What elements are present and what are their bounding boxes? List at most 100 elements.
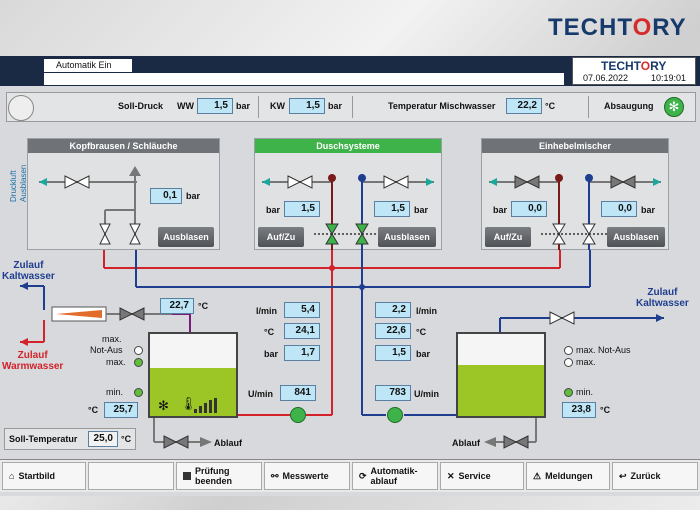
left-tank-temp-unit: °C [88,405,99,415]
right-tank-notaus-label: max. Not-Aus [576,345,631,355]
left-flow-value-0: 5,4 [284,302,320,318]
right-tank-notaus-indicator [564,346,573,355]
einhebel-ausblasen-button[interactable]: Ausblasen [607,227,665,247]
left-tank-min-label: min. [106,387,124,397]
kopf-unit: bar [186,191,201,201]
ww-pressure-value[interactable]: 1,5 [197,98,233,114]
kaltwasser-left-label: Zulauf Kaltwasser [2,260,55,282]
left-flow-value-2: 1,7 [284,345,320,361]
right-flow-unit-0: l/min [416,306,438,316]
level-bars-icon [194,398,217,413]
dusch-aufzu-button[interactable]: Auf/Zu [258,227,304,247]
left-tank-max2-label: max. [106,357,126,367]
message-line [44,73,564,85]
left-flow-unit-3: U/min [248,389,274,399]
right-tank-max-indicator [564,358,573,367]
status-lamp[interactable] [8,95,34,121]
brand-logo: TECHTORY [548,14,687,41]
clock-brand: TECHTORY [601,59,667,73]
date-text: 07.06.2022 [583,73,629,83]
svg-text:Ausblasen: Ausblasen [19,165,28,202]
left-pump-icon[interactable] [290,407,306,423]
left-tank-notaus-label: Not-Aus [90,345,123,355]
glasses-icon: ⚯ [271,470,279,481]
mischwasser-value: 22,2 [506,98,542,114]
status-row [6,92,696,122]
left-tank-level [150,368,236,416]
hmi-panel [0,56,700,496]
left-tank-max-label: max. [102,334,122,344]
mischwasser-unit: °C [545,101,556,111]
soll-temp-label: Soll-Temperatur [9,434,78,444]
left-flow-unit-2: bar [264,349,279,359]
empty-toolbar-button[interactable] [88,462,174,490]
ww-label: WW [177,101,194,111]
left-flow-unit-0: l/min [256,306,278,316]
right-tank-min-label: min. [576,387,594,397]
right-flow-value-0: 2,2 [375,302,411,318]
pruefung-beenden-button[interactable]: Prüfung beenden [176,462,262,490]
stop-icon [183,472,191,480]
left-flow-unit-1: °C [264,327,275,337]
left-flow-value-1: 24,1 [284,323,320,339]
left-tank-notaus-indicator [134,346,143,355]
left-flow-value-3: 841 [280,385,316,401]
kopf-pressure-value: 0,1 [150,188,182,204]
zurueck-label: Zurück [630,471,661,481]
zurueck-button[interactable]: ↩Zurück [612,462,698,490]
right-flow-unit-1: °C [416,327,427,337]
automatikablauf-button[interactable]: ⟳Automatik- ablauf [352,462,438,490]
right-flow-unit-2: bar [416,349,431,359]
kw-unit: bar [328,101,343,111]
right-tank-temp-value: 23,8 [562,402,596,418]
dusch-right-unit: bar [414,205,429,215]
time-text: 10:19:01 [651,73,687,83]
kopfbrausen-title: Kopfbrausen / Schläuche [28,139,219,153]
wrench-icon: ✕ [447,470,455,481]
left-tank [148,332,238,418]
soll-druck-label: Soll-Druck [118,101,164,111]
einhebel-right-unit: bar [641,205,656,215]
right-tank-min-indicator [564,388,573,397]
einhebel-left-value: 0,0 [511,201,547,217]
mischwasser-label: Temperatur Mischwasser [388,101,496,111]
einhebelmischer-diagram [489,174,661,250]
soll-temp-value[interactable]: 25,0 [88,431,118,447]
piping-diagram [20,250,664,449]
kopf-ausblasen-button[interactable]: Ausblasen [158,227,214,247]
home-icon: ⌂ [9,471,15,481]
messwerte-label: Messwerte [282,471,329,481]
mode-indicator: Automatik Ein [44,59,132,72]
thermometer-icon: 🌡 [180,396,197,411]
right-tank [456,332,546,418]
kopfbrausen-diagram [39,166,141,245]
left-tank-min-indicator [134,388,143,397]
meldungen-button[interactable]: ⚠Meldungen [526,462,610,490]
pruefung-label: Prüfung beenden [195,466,233,486]
fan-icon[interactable]: ✻ [664,97,684,117]
left-tank-max-indicator [134,358,143,367]
kw-label: KW [270,101,285,111]
divider [258,96,259,118]
dusch-left-value: 1,5 [284,201,320,217]
right-tank-temp-unit: °C [600,405,611,415]
divider [352,96,353,118]
meldungen-label: Meldungen [545,471,593,481]
service-button[interactable]: ✕Service [440,462,524,490]
kaltwasser-right-label: Zulauf Kaltwasser [636,287,689,309]
right-pump-icon[interactable] [387,407,403,423]
startbild-button[interactable]: ⌂Startbild [2,462,86,490]
right-drain-label: Ablauf [452,438,480,448]
messwerte-button[interactable]: ⚯Messwerte [264,462,350,490]
right-tank-max-label: max. [576,357,596,367]
right-flow-value-1: 22,6 [375,323,411,339]
soll-temp-unit: °C [121,434,132,444]
einhebelmischer-title: Einhebelmischer [482,139,668,153]
dusch-ausblasen-button[interactable]: Ausblasen [378,227,436,247]
kw-pressure-value[interactable]: 1,5 [289,98,325,114]
refresh-icon: ⟳ [359,471,367,481]
svg-text:Druckluft: Druckluft [9,170,18,202]
startbild-label: Startbild [18,471,55,481]
einhebel-aufzu-button[interactable]: Auf/Zu [485,227,531,247]
